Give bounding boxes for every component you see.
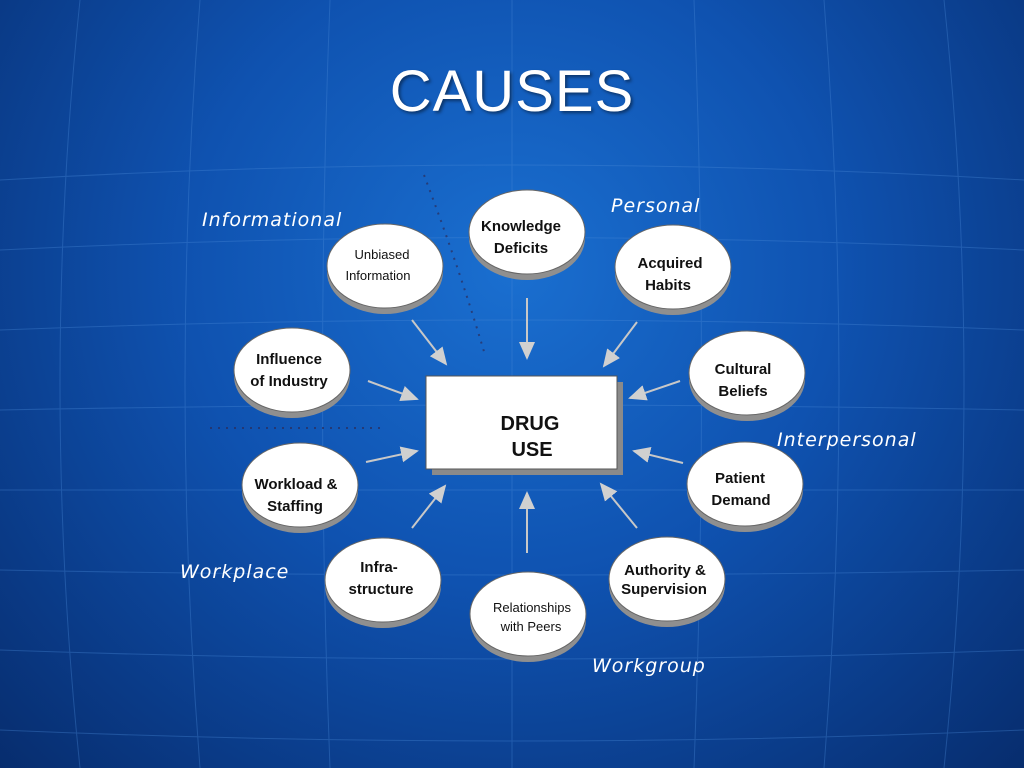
node-patient-demand: Patient Demand (686, 441, 804, 532)
node-label-line-2: of Industry (250, 373, 328, 390)
node-label-line-2: Demand (711, 492, 770, 509)
node-relationships-with-peers: Relationships with Peers (469, 571, 587, 662)
group-label-personal: Personal (611, 195, 700, 217)
node-influence-of-industry: Influence of Industry (233, 327, 351, 418)
node-label-line-2: Beliefs (718, 383, 767, 400)
node-label-line-1: Infra- (360, 559, 398, 576)
center-line-2: USE (511, 439, 552, 461)
node-label-line-2: Deficits (494, 240, 548, 257)
node-label-line-2: Staffing (267, 498, 323, 515)
node-label-line-2: Information (345, 268, 410, 283)
slide-title: CAUSES (389, 59, 635, 124)
arrow-unbiased (411, 319, 448, 366)
node-cultural-beliefs: Cultural Beliefs (688, 330, 806, 421)
arrow-influence (367, 380, 419, 401)
node-label-line-1: Influence (256, 351, 322, 368)
node-label-line-1: Knowledge (481, 218, 561, 235)
center-box: DRUG USE (425, 375, 623, 475)
arrow-cultural (628, 380, 681, 401)
node-label-line-1: Relationships (493, 600, 572, 615)
arrow-patient (632, 447, 684, 464)
arrow-authority (599, 482, 638, 529)
group-label-informational: Informational (202, 209, 342, 231)
dotted-separators (210, 174, 486, 429)
arrow-infrastructure (411, 484, 447, 529)
node-infrastructure: Infra- structure (324, 537, 442, 628)
arrows (365, 298, 684, 553)
node-label-line-1: Cultural (715, 361, 772, 378)
node-label-line-1: Unbiased (355, 247, 410, 262)
center-line-1: DRUG (501, 413, 560, 435)
node-label-line-2: Habits (645, 277, 691, 294)
node-label-line-1: Authority & (624, 562, 706, 579)
node-workload-staffing: Workload & Staffing (241, 442, 359, 533)
group-label-interpersonal: Interpersonal (777, 429, 917, 451)
arrow-workload (365, 446, 419, 463)
node-label-line-1: Acquired (637, 255, 702, 272)
node-knowledge-deficits: Knowledge Deficits (468, 189, 586, 280)
group-label-workplace: Workplace (180, 561, 289, 583)
node-label-line-2: with Peers (500, 619, 562, 634)
node-acquired-habits: Acquired Habits (614, 224, 732, 315)
arrow-acquired (602, 321, 638, 368)
group-label-workgroup: Workgroup (592, 655, 706, 677)
node-label-line-1: Patient (715, 470, 765, 487)
node-label-line-2: Supervision (621, 581, 707, 598)
node-authority-supervision: Authority & Supervision (608, 536, 726, 627)
node-label-line-1: Workload & (254, 476, 337, 493)
node-label-line-2: structure (348, 581, 413, 598)
node-unbiased-information: Unbiased Information (326, 223, 444, 314)
